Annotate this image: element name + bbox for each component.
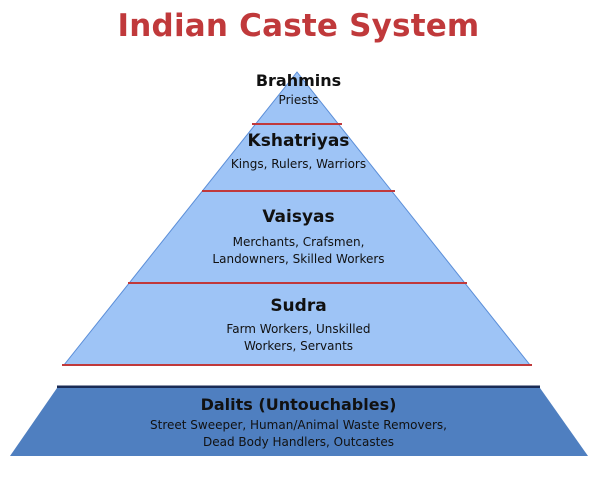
- diagram-title: Indian Caste System: [117, 8, 480, 44]
- base-trapezoid: [10, 388, 588, 456]
- base-description-line2: Dead Body Handlers, Outcastes: [203, 435, 394, 449]
- tier-description-vaisyas-line1: Merchants, Crafsmen,: [232, 235, 365, 249]
- base-name-dalits: Dalits (Untouchables): [200, 395, 397, 414]
- tier-description-sudra-line2: Workers, Servants: [243, 339, 354, 353]
- tier-name-vaisyas: Vaisyas: [262, 207, 335, 227]
- tier-name-kshatriyas: Kshatriyas: [247, 131, 350, 151]
- tier-description-brahmins: Priests: [278, 93, 319, 107]
- tier-name-sudra: Sudra: [270, 296, 327, 316]
- tier-name-brahmins: Brahmins: [255, 71, 342, 90]
- tier-description-kshatriyas: Kings, Rulers, Warriors: [230, 157, 367, 171]
- tier-description-sudra-line1: Farm Workers, Unskilled: [226, 322, 371, 336]
- base-description-line1: Street Sweeper, Human/Animal Waste Remov…: [150, 418, 447, 432]
- tier-description-vaisyas-line2: Landowners, Skilled Workers: [212, 252, 385, 266]
